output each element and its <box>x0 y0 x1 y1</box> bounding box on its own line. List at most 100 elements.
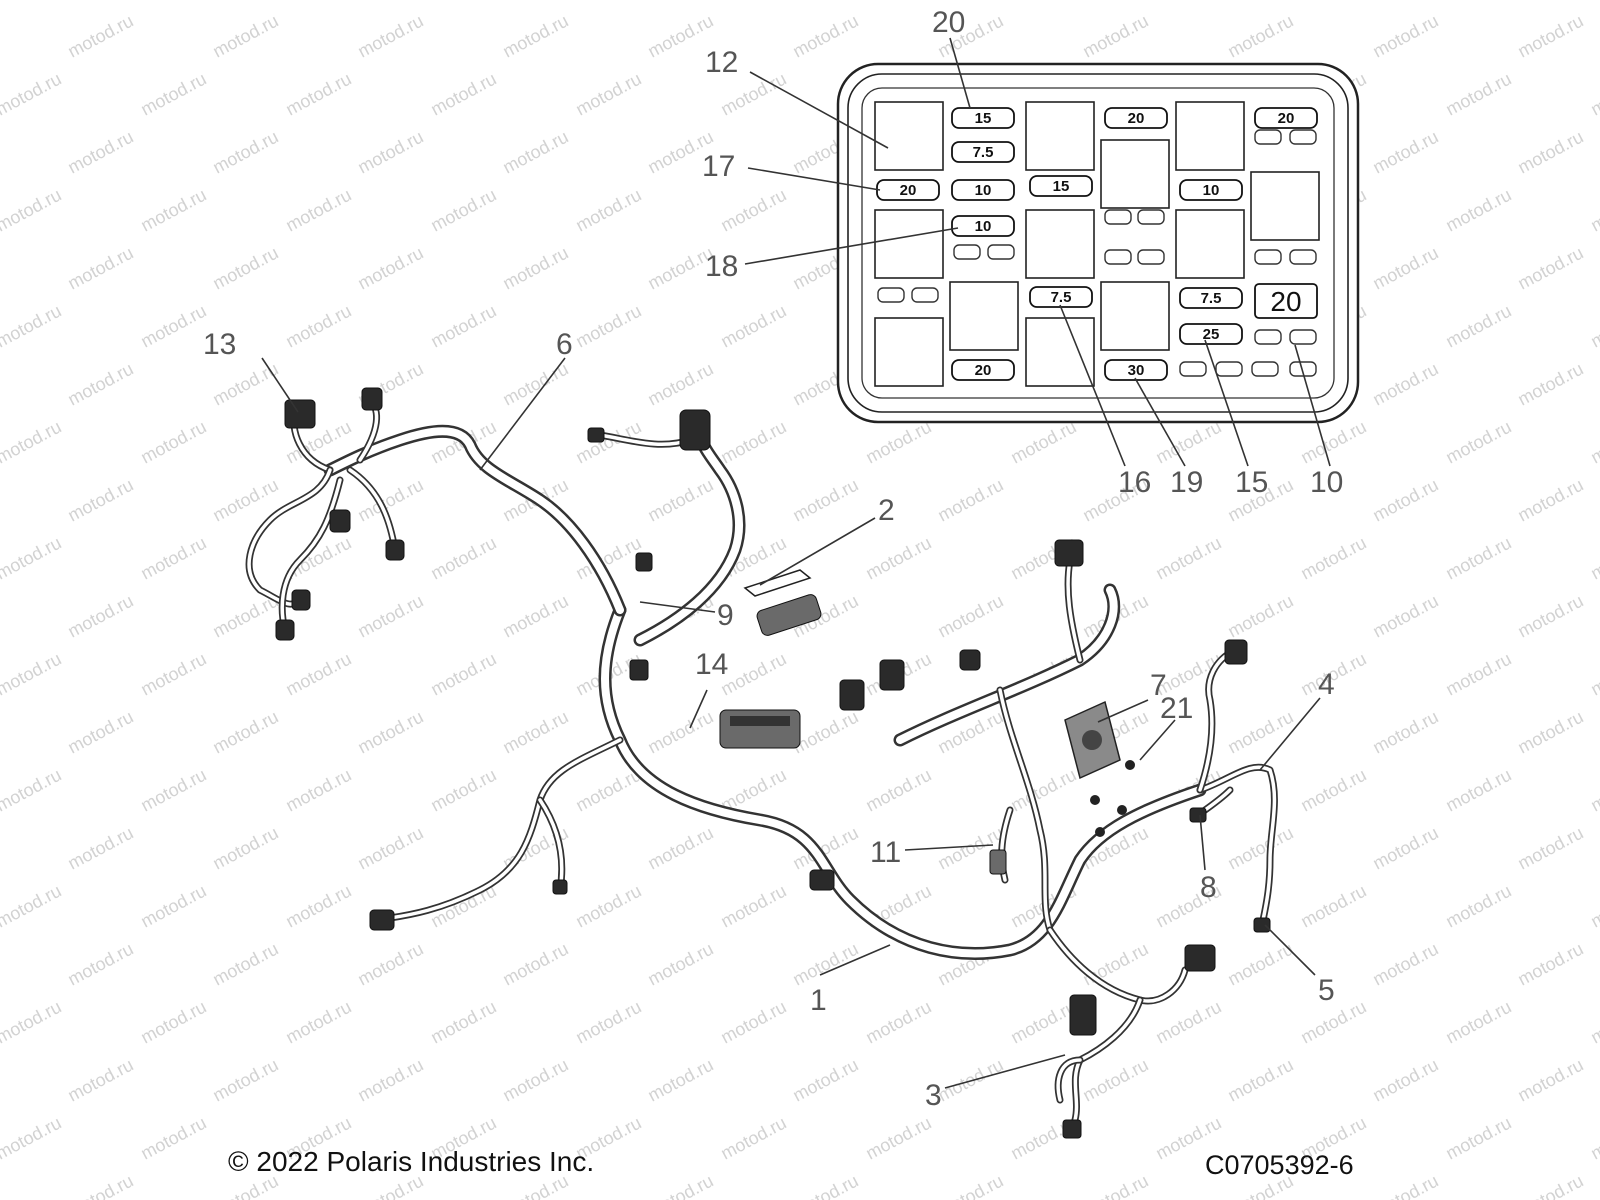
callout-15: 15 <box>1235 466 1268 499</box>
leader-line <box>819 944 891 976</box>
watermark-text: motod.ru <box>1442 997 1514 1048</box>
watermark-text: motod.ru <box>1587 417 1600 468</box>
watermark-text: motod.ru <box>717 1113 789 1164</box>
watermark-text: motod.ru <box>1442 533 1514 584</box>
leader-line <box>1264 924 1316 976</box>
fuse-sockets <box>877 129 1317 377</box>
watermark-text: motod.ru <box>64 11 136 62</box>
watermark-text: motod.ru <box>209 823 281 874</box>
watermark-text: motod.ru <box>572 69 644 120</box>
watermark-text: motod.ru <box>789 939 861 990</box>
watermark-text: motod.ru <box>64 127 136 178</box>
watermark-text: motod.ru <box>1587 1113 1600 1164</box>
callout-labels: 1 2 3 4 5 6 7 8 9 10 11 12 13 14 15 16 1… <box>203 6 1343 1112</box>
watermark-text: motod.ru <box>572 185 644 236</box>
watermark-text: motod.ru <box>644 707 716 758</box>
fuse-block-top <box>730 716 790 726</box>
watermark-text: motod.ru <box>499 1055 571 1106</box>
watermark-text: motod.ru <box>427 765 499 816</box>
watermark-text: motod.ru <box>137 417 209 468</box>
socket <box>877 287 905 303</box>
fuse-label: 20 <box>900 182 917 199</box>
socket <box>1251 361 1279 377</box>
callout-14: 14 <box>695 648 728 681</box>
watermark-text: motod.ru <box>1007 765 1079 816</box>
watermark-text: motod.ru <box>427 649 499 700</box>
fuse <box>1104 107 1168 129</box>
watermark-text: motod.ru <box>64 1055 136 1106</box>
leader-line <box>689 689 708 729</box>
watermark-text: motod.ru <box>1514 243 1586 294</box>
watermark-text: motod.ru <box>1442 301 1514 352</box>
watermark-text: motod.ru <box>717 0 789 4</box>
watermark-text: motod.ru <box>1369 359 1441 410</box>
fuse <box>951 141 1015 163</box>
connector <box>809 869 835 891</box>
leader-line <box>904 844 994 851</box>
watermark-text: motod.ru <box>64 591 136 642</box>
watermark-text: motod.ru <box>427 69 499 120</box>
fuse-label: 7.5 <box>973 144 994 161</box>
watermark-text: motod.ru <box>1152 533 1224 584</box>
watermark-text: motod.ru <box>427 185 499 236</box>
watermark-text: motod.ru <box>789 1055 861 1106</box>
relay <box>1175 101 1245 171</box>
watermark-text: motod.ru <box>137 0 209 4</box>
socket <box>1104 209 1132 225</box>
leader-line <box>744 227 959 265</box>
watermark-text: motod.ru <box>1297 765 1369 816</box>
watermark-text: motod.ru <box>717 417 789 468</box>
connector <box>275 619 295 641</box>
watermark-text: motod.ru <box>64 823 136 874</box>
watermark-text: motod.ru <box>354 243 426 294</box>
watermark-text: motod.ru <box>0 0 65 4</box>
watermark-text: motod.ru <box>1587 533 1600 584</box>
fuse <box>951 215 1015 237</box>
connector <box>1062 1119 1082 1139</box>
watermark-text: motod.ru <box>1369 475 1441 526</box>
fuse-label: 10 <box>975 218 992 235</box>
watermark-text: motod.ru <box>1587 301 1600 352</box>
callout-21: 21 <box>1160 692 1193 725</box>
watermark-text: motod.ru <box>644 1055 716 1106</box>
fuse <box>1179 287 1243 309</box>
socket <box>911 287 939 303</box>
watermark-text: motod.ru <box>282 765 354 816</box>
watermark-text: motod.ru <box>1514 707 1586 758</box>
watermark-text: motod.ru <box>934 1055 1006 1106</box>
connector <box>1054 539 1084 567</box>
callout-10: 10 <box>1310 466 1343 499</box>
watermark-text: motod.ru <box>1514 475 1586 526</box>
watermark-text: motod.ru <box>1442 417 1514 468</box>
watermark-text: motod.ru <box>1224 707 1296 758</box>
watermark-text: motod.ru <box>499 939 571 990</box>
watermark-text: motod.ru <box>934 475 1006 526</box>
connector <box>552 879 568 895</box>
watermark-text: motod.ru <box>1297 533 1369 584</box>
fuse <box>951 107 1015 129</box>
watermark-text: motod.ru <box>427 0 499 4</box>
leader-line <box>1294 344 1331 467</box>
watermark-text: motod.ru <box>717 881 789 932</box>
watermark-text: motod.ru <box>789 1171 861 1200</box>
connector <box>385 539 405 561</box>
leader-line <box>1204 339 1249 467</box>
relay <box>1100 281 1170 351</box>
socket <box>1289 249 1317 265</box>
fuse-box-rim <box>847 73 1349 413</box>
callout-19: 19 <box>1170 466 1203 499</box>
fuse-label: 20 <box>975 362 992 379</box>
watermark-text: motod.ru <box>354 1055 426 1106</box>
watermark-text: motod.ru <box>572 0 644 4</box>
watermark-text: motod.ru <box>354 707 426 758</box>
socket <box>987 244 1015 260</box>
relay <box>1025 101 1095 171</box>
watermark-text: motod.ru <box>0 185 65 236</box>
watermark-text: motod.ru <box>1369 11 1441 62</box>
watermark-text: motod.ru <box>137 765 209 816</box>
watermark-text: motod.ru <box>209 939 281 990</box>
watermark-text: motod.ru <box>717 185 789 236</box>
callout-6: 6 <box>556 328 573 361</box>
watermark-text: motod.ru <box>1514 359 1586 410</box>
watermark-text: motod.ru <box>64 939 136 990</box>
